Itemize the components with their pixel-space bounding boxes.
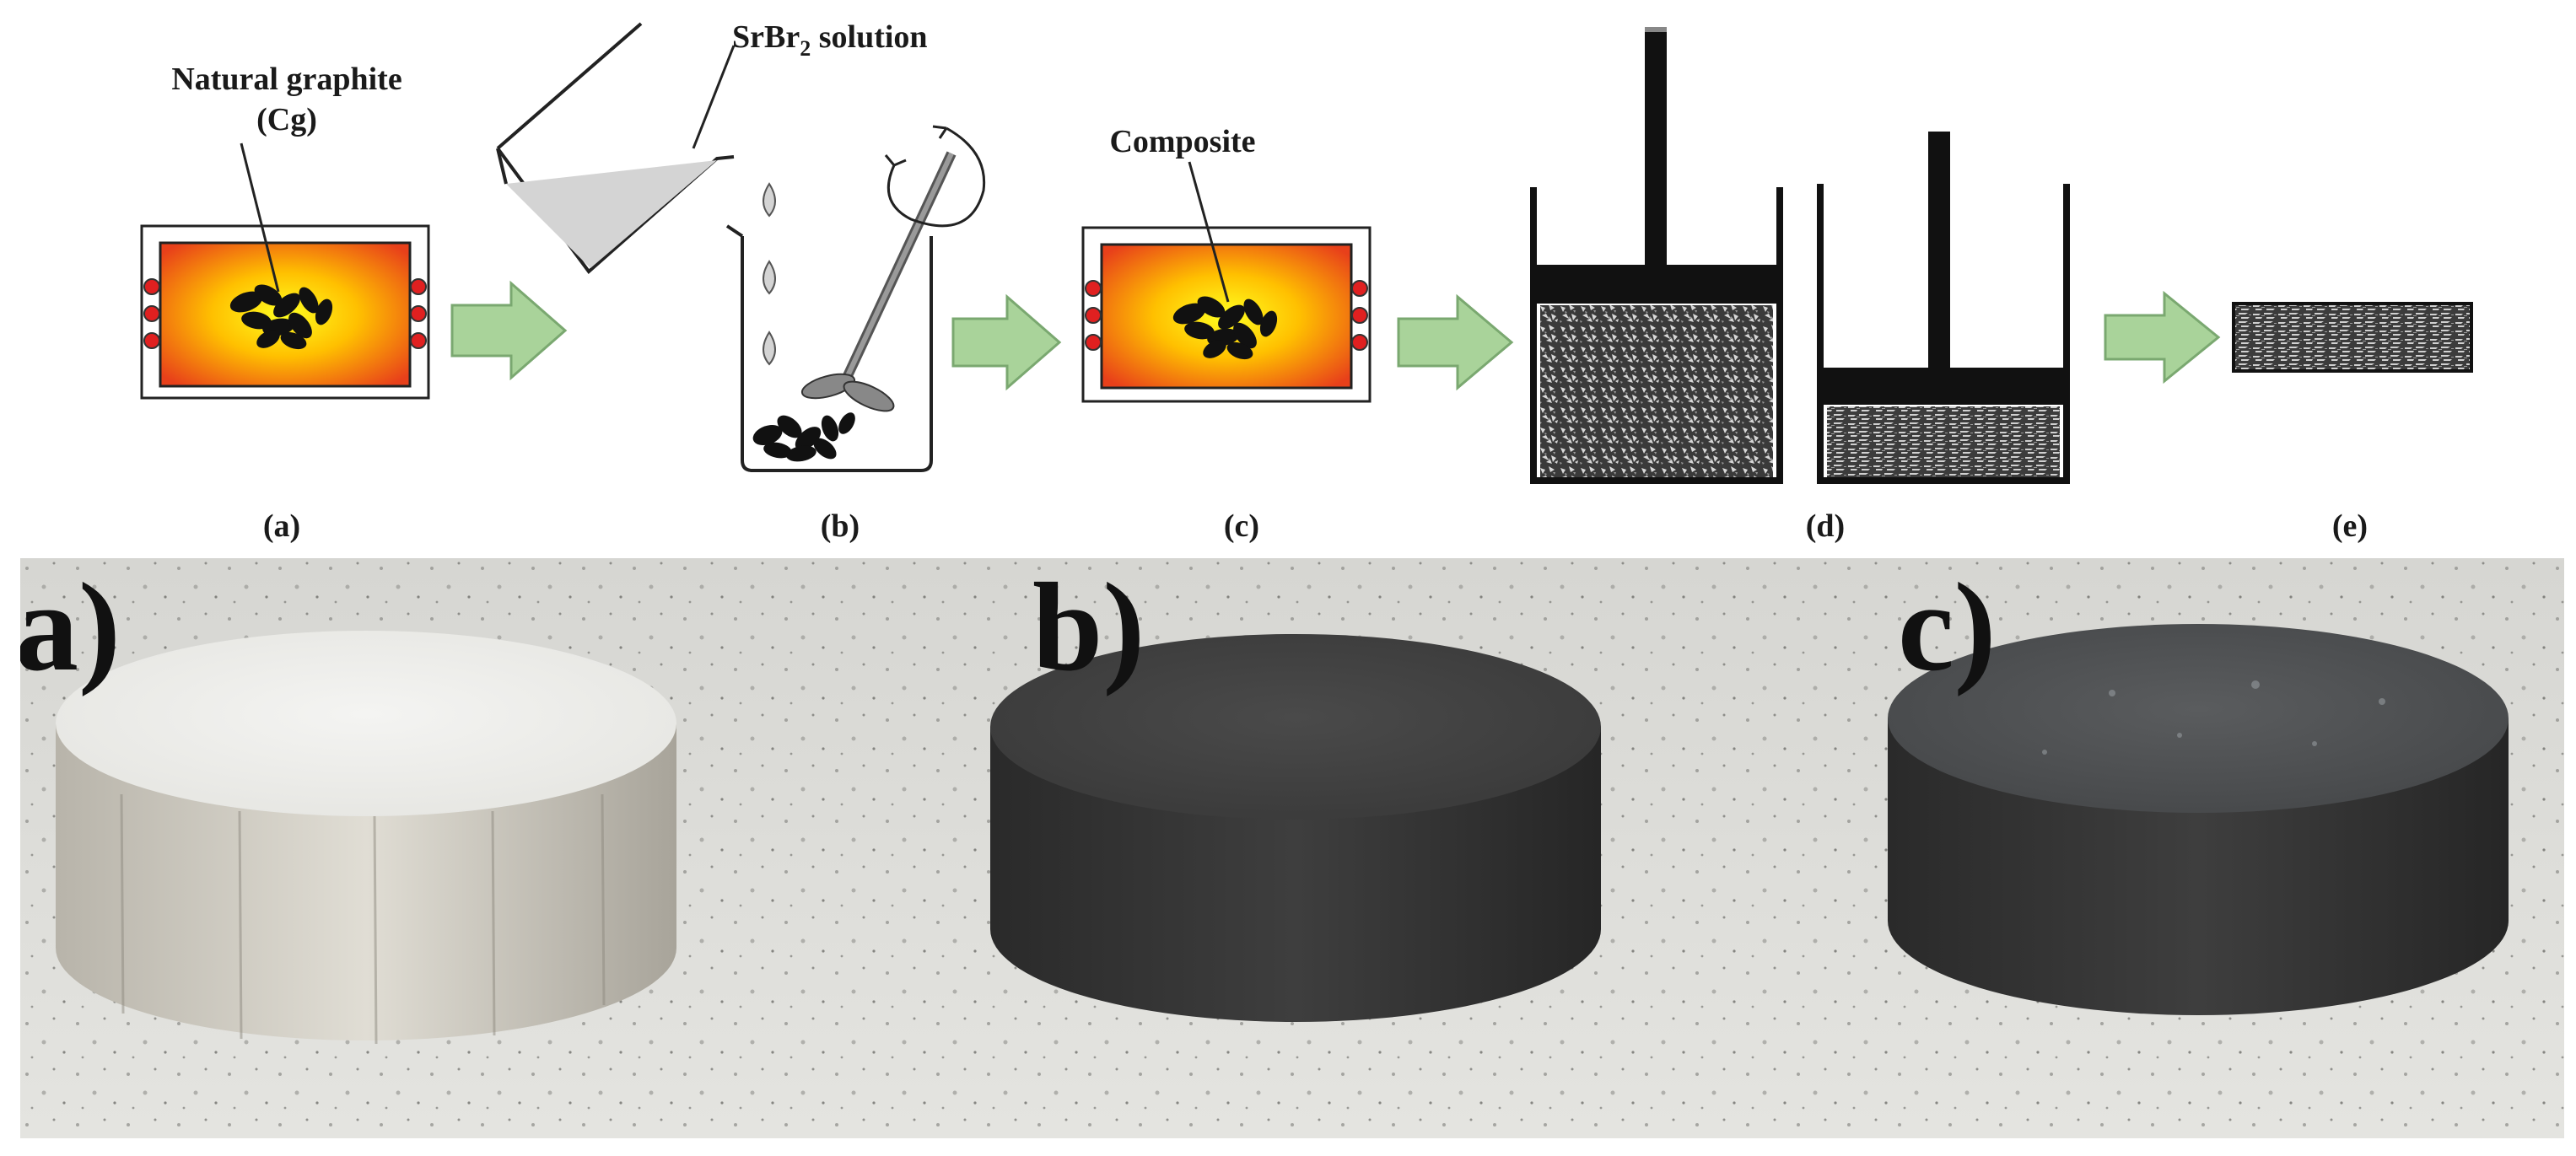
solution-pointer-line — [692, 45, 736, 149]
composite-particles — [1172, 296, 1278, 360]
photo-label-a: a) — [20, 558, 121, 697]
composite-pointer-line — [1188, 161, 1230, 303]
pellet-c-grey — [1888, 624, 2509, 1015]
graphite-particles — [229, 284, 333, 350]
graphite-in-beaker — [752, 412, 855, 462]
composite-label: Composite — [1109, 124, 1255, 159]
caption-e: (e) — [2332, 508, 2368, 544]
stirrer — [800, 151, 957, 412]
solution-liquid — [506, 160, 717, 268]
process-arrow-3 — [1397, 293, 1514, 391]
caption-b: (b) — [821, 508, 860, 544]
heater-dots-left — [1085, 280, 1102, 351]
sample-photo: a) b) c) — [20, 558, 2564, 1138]
oven-c — [1081, 161, 1372, 403]
pouring-beaker — [496, 22, 735, 274]
graphite-label-line1: Natural graphite — [171, 62, 401, 97]
press-before — [1530, 27, 1783, 484]
press-after — [1817, 132, 2070, 484]
process-schematic: Natural graphite (Cg) SrBr2 solution — [140, 19, 2473, 544]
process-arrow-1 — [450, 280, 568, 381]
caption-c: (c) — [1224, 508, 1259, 544]
rotation-arrow — [884, 125, 986, 228]
caption-d: (d) — [1806, 508, 1845, 544]
heater-dots-right — [1351, 280, 1368, 351]
caption-a: (a) — [263, 508, 300, 544]
photo-label-b: b) — [1032, 558, 1145, 697]
process-arrow-2 — [951, 293, 1062, 391]
mixing-beaker — [725, 224, 933, 472]
pellet-a-white — [56, 631, 676, 1045]
oven-a — [140, 142, 430, 400]
solution-label: SrBr2 solution — [732, 19, 928, 61]
droplets — [763, 182, 776, 366]
graphite-label-line2: (Cg) — [256, 102, 317, 137]
pellet-b-dark — [990, 634, 1601, 1022]
composite-block — [2232, 302, 2473, 373]
graphite-pointer-line — [240, 142, 280, 293]
process-arrow-4 — [2104, 290, 2221, 384]
heater-dots-right — [410, 278, 427, 349]
photo-label-c: c) — [1898, 558, 1997, 697]
heater-dots-left — [143, 278, 160, 349]
